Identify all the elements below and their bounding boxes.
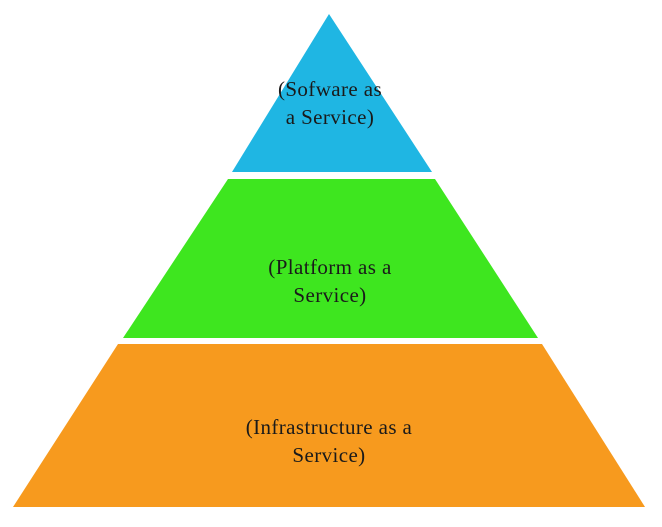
tier-paas-label-line1: (Platform as a (268, 255, 392, 279)
tier-paas: (Platform as a Service) (123, 179, 538, 338)
tier-iaas-label-line1: (Infrastructure as a (246, 415, 413, 439)
tier-saas-label-line1: (Sofware as (278, 77, 382, 101)
tier-iaas: (Infrastructure as a Service) (13, 344, 645, 507)
tier-iaas-shape (13, 344, 645, 507)
tier-paas-label-line2: Service) (293, 283, 366, 307)
tier-saas: (Sofware as a Service) (232, 14, 432, 172)
tier-iaas-label-line2: Service) (292, 443, 365, 467)
tier-saas-shape (232, 14, 432, 172)
tier-paas-shape (123, 179, 538, 338)
tier-saas-label-line2: a Service) (286, 105, 375, 129)
